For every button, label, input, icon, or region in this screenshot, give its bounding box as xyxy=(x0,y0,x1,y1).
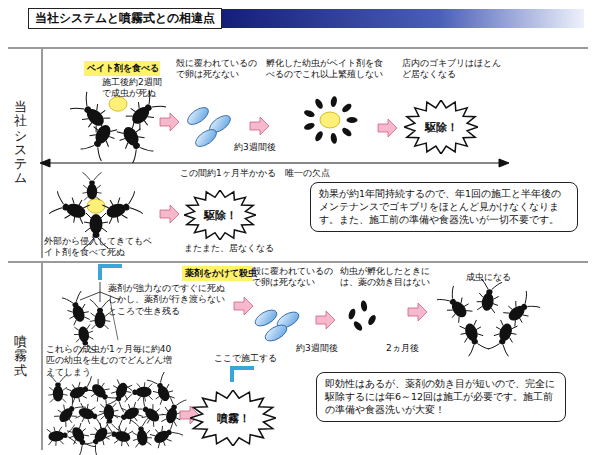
caption-text: 成虫になる xyxy=(466,272,536,283)
caption-text: 約3週間後 xyxy=(234,142,298,153)
section-label: 噴霧式 xyxy=(14,335,27,378)
caption-text: 2ヵ月後 xyxy=(386,343,442,354)
note-text: 即効性はあるが、薬剤の効き目が短いので、完全に駆除するには年6～12回は施工が必… xyxy=(325,378,557,416)
caption-text: 施工後約2週間で成虫が死ぬ xyxy=(102,77,166,100)
section-label: 当社システム xyxy=(14,100,27,186)
caption-text: 幼虫が孵化したときには、薬の効き目はない xyxy=(340,266,444,289)
highlight-text: ベイト剤を食べる xyxy=(87,62,157,75)
title-bar xyxy=(222,9,584,28)
starburst: 駆除！ xyxy=(404,100,478,154)
caption-text: またまた、居なくなる xyxy=(184,243,294,254)
starburst: 駆除！ xyxy=(184,190,256,240)
highlight-label: 薬剤をかけて殺虫 xyxy=(182,266,252,281)
burst-text: 駆除！ xyxy=(204,208,237,223)
caption-text: 薬剤が強力なのですぐに死ぬ しかし、薬剤が行き渡らないところで生き残る xyxy=(108,283,230,317)
note-box: 効果が約1年間持続するので、年1回の施工と半年後のメンテナンスでゴキブリをほとん… xyxy=(310,182,578,232)
burst-text: 噴霧！ xyxy=(217,411,250,426)
caption-text: 殻に覆われているので卵は死なない xyxy=(176,58,258,81)
caption-text: 孵化した幼虫がベイト剤を食べるのでこれ以上繁殖しない xyxy=(266,58,388,81)
caption-text: 外部から侵入してきてもベイト剤を食べて死ぬ xyxy=(44,236,160,259)
starburst: 噴霧！ xyxy=(190,390,276,446)
caption-text: 殻に覆われているので卵は死なない xyxy=(252,266,338,289)
burst-text: 駆除！ xyxy=(425,120,458,135)
note-box: 即効性はあるが、薬剤の効き目が短いので、完全に駆除するには年6～12回は施工が必… xyxy=(316,372,566,422)
note-text: 効果が約1年間持続するので、年1回の施工と半年後のメンテナンスでゴキブリをほとん… xyxy=(319,188,569,226)
caption-text: この間約1ヶ月半かかる 唯一の欠点 xyxy=(178,168,332,179)
highlight-label: ベイト剤を食べる xyxy=(84,61,160,76)
highlight-text: 薬剤をかけて殺虫 xyxy=(185,267,249,280)
title-box: 当社システムと噴霧式との相違点 xyxy=(28,8,222,29)
caption-text: これらの成虫が1ヶ月毎に約40匹の幼虫を生むのでどんどん増えてしまう xyxy=(46,344,178,378)
caption-text: 約3週間後 xyxy=(296,343,360,354)
caption-text: ここで施工する xyxy=(214,353,304,364)
caption-text: 店内のゴキブリはほとんど居なくなる xyxy=(402,58,506,81)
